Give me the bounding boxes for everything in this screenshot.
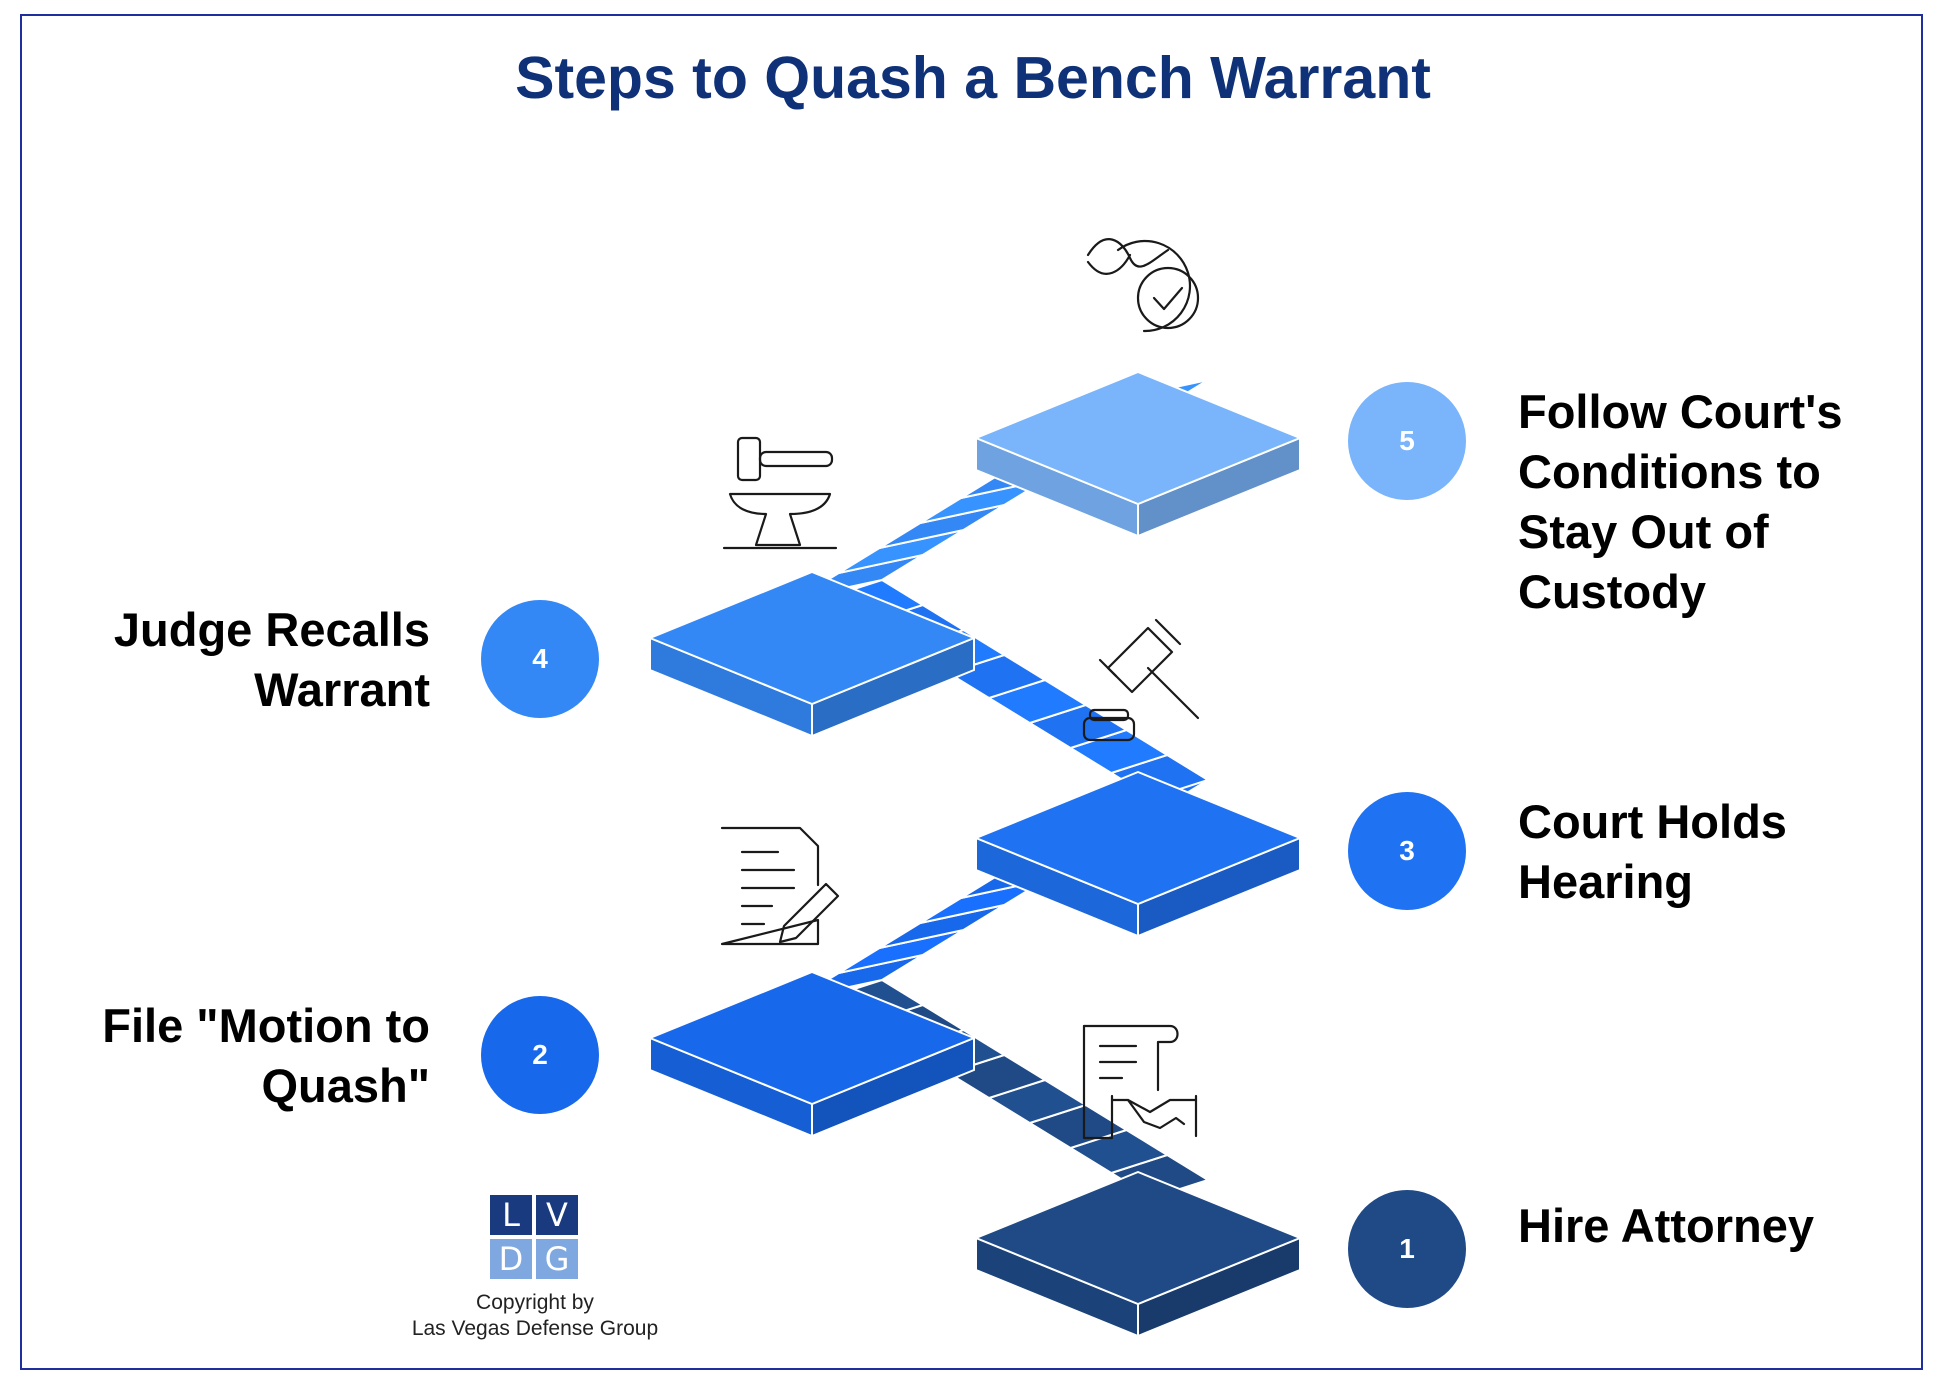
platform-top [649, 571, 975, 705]
copyright-line-2: Las Vegas Defense Group [411, 1317, 659, 1340]
step-4-number: 4 [532, 643, 548, 674]
contract-handshake-icon [1082, 1024, 1198, 1140]
gavel-icon [1082, 618, 1200, 742]
step-3-circle: 3 [1348, 792, 1466, 910]
step-3-label: Court Holds Hearing [1518, 795, 1787, 908]
step-1-label: Hire Attorney [1518, 1199, 1814, 1252]
step-4-circle: 4 [481, 600, 599, 718]
platform-top [975, 371, 1301, 505]
step-5-circle: 5 [1348, 382, 1466, 500]
step-5-label: Follow Court's Conditions to Stay Out of… [1518, 385, 1843, 618]
platform-top [975, 1171, 1301, 1305]
copyright-text: Copyright by Las Vegas Defense Group [370, 1290, 700, 1342]
copyright-line-1: Copyright by [476, 1291, 594, 1314]
step-1-number: 1 [1399, 1233, 1415, 1264]
step-4-label: Judge Recalls Warrant [113, 603, 430, 716]
platform-top [975, 771, 1301, 905]
lvdg-logo: L V D G [490, 1195, 580, 1281]
logo-letter-g: G [536, 1239, 578, 1279]
step-2-circle: 2 [481, 996, 599, 1114]
step-2-number: 2 [532, 1039, 548, 1070]
document-pen-icon [720, 826, 840, 946]
outer-frame [20, 14, 1923, 1370]
step-3-number: 3 [1399, 835, 1415, 866]
step-2-label: File "Motion to Quash" [102, 999, 430, 1112]
globe-check-icon [1086, 238, 1200, 333]
step-1-circle: 1 [1348, 1190, 1466, 1308]
step-5-number: 5 [1399, 425, 1415, 456]
logo-letter-v: V [536, 1195, 578, 1235]
logo-letter-l: L [490, 1195, 532, 1235]
platform-top [649, 971, 975, 1105]
hammer-anvil-icon [722, 436, 838, 550]
logo-letter-d: D [490, 1239, 532, 1279]
page-title: Steps to Quash a Bench Warrant [515, 45, 1431, 111]
